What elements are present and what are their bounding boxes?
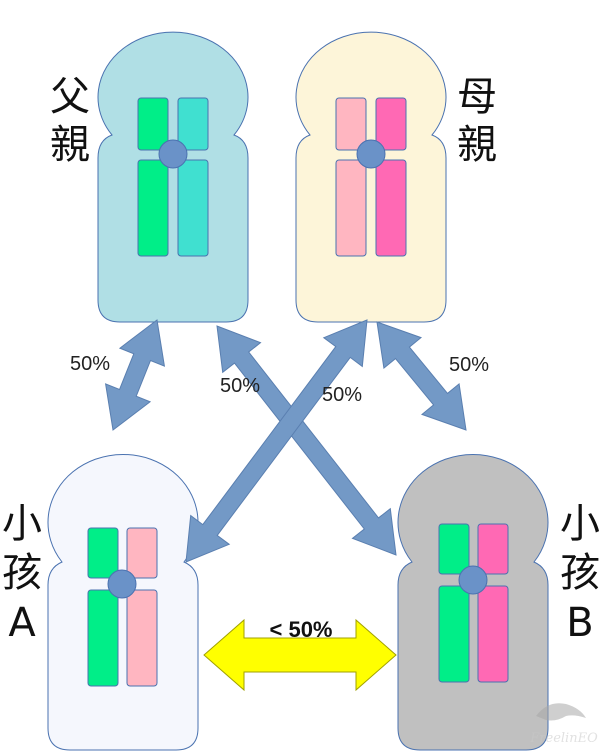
father-body [97,31,249,323]
mother-chromosome-light-lower [335,159,367,257]
child-b-body [397,453,549,751]
child-a-centromere [107,569,137,599]
orca-logo-icon [536,703,586,721]
child-a-label-line3: A [8,600,36,646]
inheritance-arrows [104,319,467,563]
child-b-chromosome-green-lower [438,585,470,683]
arrow-father-child-a [104,319,166,431]
watermark-text: FreelinEO [529,731,598,746]
child-a-label-line2: 孩 [2,550,42,596]
father-chromosome-teal-upper [177,97,209,151]
mother-label-line1: 母 [457,74,497,120]
mother-body [295,31,447,323]
arrow-mother-child-a [185,319,368,563]
child-b-centromere [458,565,488,595]
child-b-chromosome-hot-lower [477,585,509,683]
mother-chromosome-hot-upper [375,97,407,151]
mother-label-line2: 親 [457,122,497,168]
mother-to-b-percent: 50% [449,354,489,376]
father-centromere [158,139,188,169]
mother-centromere [356,139,386,169]
father-label-line1: 父 [50,74,90,120]
mother-chromosome-hot-lower [375,159,407,257]
arrow-father-child-b [216,325,397,556]
sibling-arrow [203,618,397,692]
child-b-chromosome-green-upper [438,523,470,575]
sibling-percent-label: < 50% [270,617,333,642]
child-a-chromosome-pink-lower [126,589,158,687]
father-chromosome-teal-lower [177,159,209,257]
child-b-label-line1: 小 [560,501,600,547]
father-chromosome-green-upper [137,97,169,151]
child-a-chromosome-green-lower [87,589,119,687]
child-a-label-line1: 小 [2,501,42,547]
mother-chromosome-light-upper [335,97,367,151]
watermark-logo: FreelinEO [529,703,598,746]
child-a-chromosome-green-upper [87,527,119,579]
father-chromosome-green-lower [137,159,169,257]
mother-figure [295,31,447,323]
father-to-b-percent: 50% [220,375,260,397]
child-b-chromosome-hot-upper [477,523,509,575]
child-a-body [47,453,199,751]
mother-to-a-percent: 50% [322,384,362,406]
arrow-mother-child-b [376,321,467,431]
father-figure [97,31,249,323]
child-b-label-line3: B [566,600,593,646]
father-to-a-percent: 50% [70,353,110,375]
child-a-chromosome-pink-upper [126,527,158,579]
father-label-line2: 親 [50,122,90,168]
child-a-figure [47,453,199,751]
child-b-figure [397,453,549,751]
child-b-label-line2: 孩 [560,550,600,596]
